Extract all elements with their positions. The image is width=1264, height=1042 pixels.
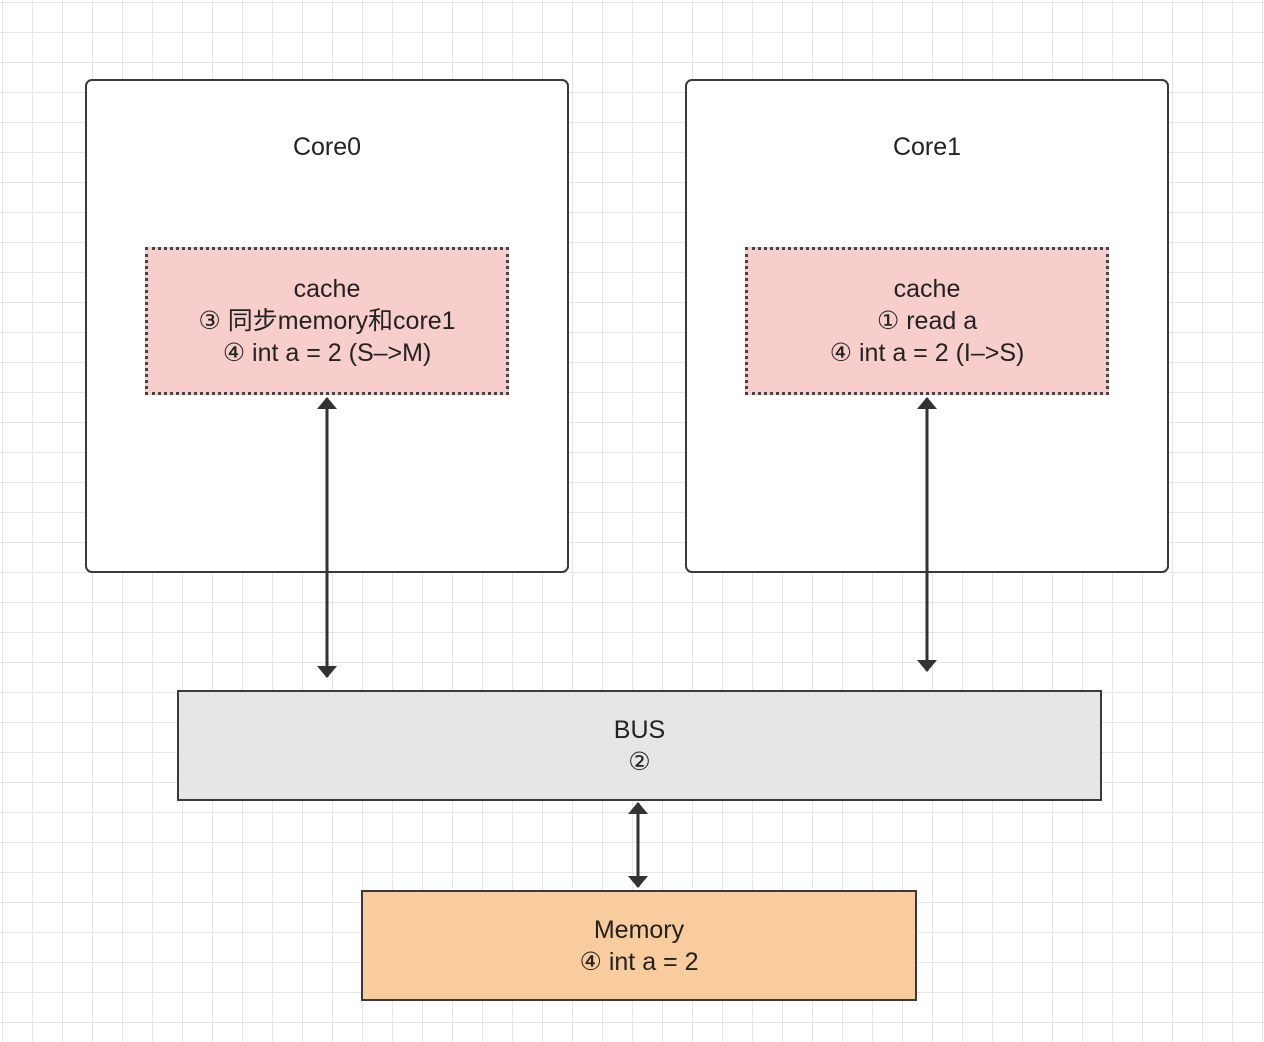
core1-cache-label: cache <box>893 275 961 303</box>
memory-step4: ④ int a = 2 <box>579 947 699 976</box>
core1-cache-step4: ④ int a = 2 (I–>S) <box>829 339 1025 367</box>
core1-cache-box: cache ① read a ④ int a = 2 (I–>S) <box>745 247 1109 395</box>
core1-cache-step1: ① read a <box>876 307 978 335</box>
core0-title: Core0 <box>292 133 362 161</box>
core0-cache-step3: ③ 同步memory和core1 <box>198 307 456 335</box>
core0-cache-box: cache ③ 同步memory和core1 ④ int a = 2 (S–>M… <box>145 247 509 395</box>
bus-label: BUS <box>613 715 666 744</box>
memory-label: Memory <box>593 915 685 944</box>
core0-cache-label: cache <box>293 275 361 303</box>
bus-step2: ② <box>628 747 651 776</box>
core0-cache-step4: ④ int a = 2 (S–>M) <box>222 339 432 367</box>
bus-box: BUS ② <box>177 690 1102 801</box>
memory-box: Memory ④ int a = 2 <box>361 890 917 1001</box>
core1-title: Core1 <box>892 133 962 161</box>
